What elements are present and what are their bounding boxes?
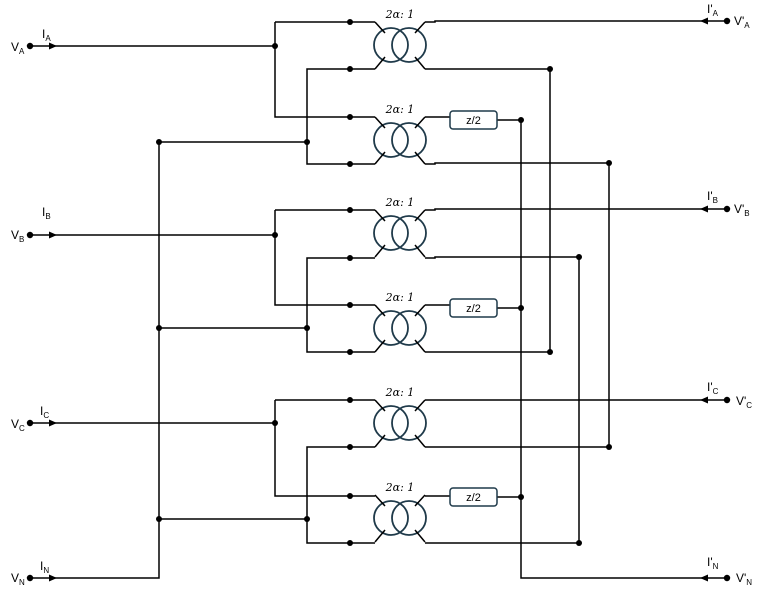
transformer-lead <box>414 434 426 448</box>
svg-text:I'N: I'N <box>707 555 719 571</box>
impedance-label: z/2 <box>466 303 481 315</box>
transformer-winding <box>391 27 427 63</box>
junction-dots <box>156 19 612 546</box>
transformer-lead <box>374 494 386 507</box>
terminal-label-vc-prime: V'C I'C <box>707 380 752 410</box>
transformer-lead <box>414 244 426 258</box>
transformer-winding <box>391 405 427 441</box>
svg-text:V'C: V'C <box>736 394 752 410</box>
transformer-winding <box>373 27 409 63</box>
svg-text:VC: VC <box>11 417 25 433</box>
transformer-b1: 2α: 1 <box>373 196 427 258</box>
transformers: 2α: 1 2α: 1 2α: 1 2α: 1 2α: 1 2α: 1 <box>373 8 427 543</box>
terminal-label-vb-prime: V'B I'B <box>707 189 750 218</box>
transformer-lead <box>414 21 426 34</box>
terminal-dots <box>26 17 731 582</box>
transformer-winding <box>391 122 427 158</box>
terminal-label-vn: VN IN <box>11 559 49 587</box>
impedance-z2-b: z/2 <box>449 298 498 318</box>
svg-text:IC: IC <box>40 404 49 420</box>
transformer-lead <box>414 56 426 70</box>
transformer-lead <box>374 56 386 70</box>
svg-text:IN: IN <box>40 559 49 575</box>
transformer-lead <box>374 529 386 543</box>
transformer-lead <box>414 399 426 412</box>
svg-text:VN: VN <box>11 571 25 587</box>
transformer-a1: 2α: 1 <box>373 8 427 70</box>
terminal-label-va: VA IA <box>11 27 51 56</box>
terminal-label-vc: VC IC <box>11 404 49 433</box>
terminal-label-vb: VB IB <box>11 205 51 244</box>
transformer-winding <box>373 310 409 346</box>
impedance-label: z/2 <box>466 492 481 504</box>
svg-text:I'C: I'C <box>707 380 719 396</box>
transformer-lead <box>374 209 386 222</box>
transformer-a2: 2α: 1 <box>373 103 427 165</box>
transformer-ratio-label: 2α: 1 <box>385 8 415 21</box>
transformer-lead <box>414 494 426 507</box>
transformer-lead <box>374 304 386 317</box>
impedance-z2-c: z/2 <box>449 487 498 507</box>
transformer-b2: 2α: 1 <box>373 291 427 353</box>
transformer-winding <box>391 500 427 536</box>
transformer-lead <box>414 339 426 353</box>
transformer-lead <box>414 304 426 317</box>
svg-text:V'N: V'N <box>736 571 752 587</box>
impedance-label: z/2 <box>466 115 481 127</box>
transformer-lead <box>414 529 426 543</box>
transformer-lead <box>374 151 386 165</box>
svg-text:V'B: V'B <box>734 202 750 218</box>
svg-text:I'B: I'B <box>707 189 718 205</box>
transformer-ratio-label: 2α: 1 <box>385 196 415 209</box>
transformer-winding <box>373 405 409 441</box>
transformer-lead <box>374 399 386 412</box>
wires <box>30 20 727 579</box>
svg-text:V'A: V'A <box>734 14 750 30</box>
transformer-ratio-label: 2α: 1 <box>385 103 415 116</box>
transformer-winding <box>373 500 409 536</box>
transformer-lead <box>374 339 386 353</box>
transformer-winding <box>373 215 409 251</box>
terminal-label-vn-prime: V'N I'N <box>707 555 752 587</box>
transformer-lead <box>374 244 386 258</box>
transformer-lead <box>414 209 426 222</box>
transformer-winding <box>391 215 427 251</box>
svg-text:VA: VA <box>11 40 25 56</box>
transformer-lead <box>414 151 426 165</box>
transformer-lead <box>414 116 426 129</box>
transformer-ratio-label: 2α: 1 <box>385 481 415 494</box>
current-arrows <box>49 17 708 582</box>
svg-text:IB: IB <box>42 205 51 221</box>
transformer-c1: 2α: 1 <box>373 386 427 448</box>
transformer-c2: 2α: 1 <box>373 481 427 543</box>
svg-text:I'A: I'A <box>707 2 719 18</box>
transformer-winding <box>391 310 427 346</box>
svg-text:VB: VB <box>11 228 24 244</box>
transformer-lead <box>374 21 386 34</box>
terminal-label-va-prime: V'A I'A <box>707 2 750 30</box>
impedance-z2-a: z/2 <box>449 110 498 130</box>
transformer-winding <box>373 122 409 158</box>
svg-text:IA: IA <box>42 27 51 43</box>
transformer-lead <box>374 116 386 129</box>
transformer-ratio-label: 2α: 1 <box>385 386 415 399</box>
transformer-lead <box>374 434 386 448</box>
transformer-ratio-label: 2α: 1 <box>385 291 415 304</box>
